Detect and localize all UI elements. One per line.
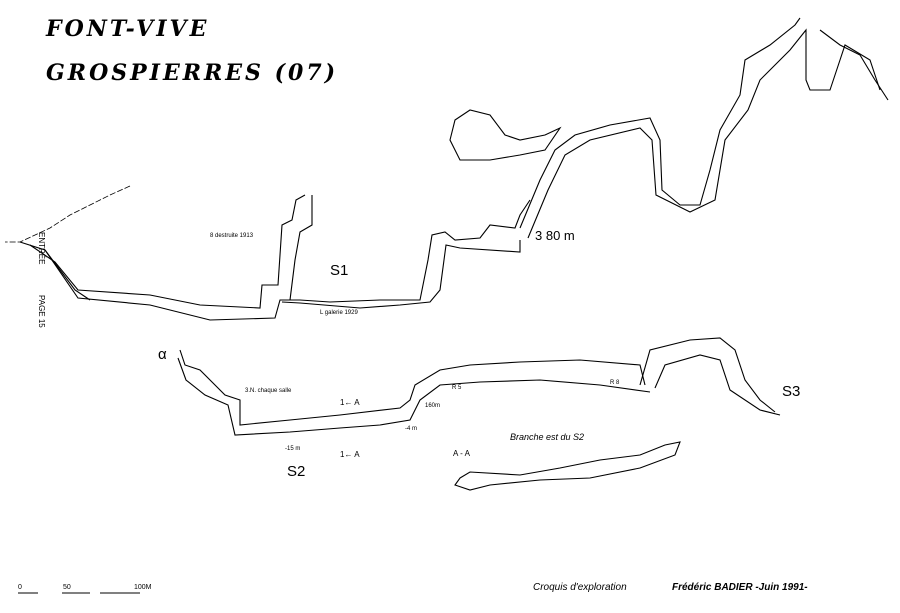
s3-passage	[639, 337, 776, 413]
r8-label: R 8	[610, 380, 620, 386]
s2-section-aa: A - A	[453, 449, 470, 458]
r5-label: R 5	[452, 385, 462, 391]
scale-mid: 50	[63, 584, 71, 591]
s2-4m-label: -4 m	[405, 426, 417, 432]
entrance-passage	[19, 241, 91, 301]
s3-passage-inner	[654, 354, 781, 416]
map-title-line2: GROSPIERRES (07)	[46, 60, 339, 86]
map-title-line1: FONT-VIVE	[46, 16, 210, 42]
ne-passage-2	[527, 28, 881, 239]
section-s3-label: S3	[782, 383, 801, 400]
s2-east-branch	[454, 441, 681, 491]
entrance-label: ENTRÉE	[37, 232, 46, 265]
s1-destroyed-label: 8 destruite 1913	[210, 233, 254, 239]
s2-section-a-lower: 1← A	[340, 450, 360, 459]
s2-15m-label: -15 m	[285, 446, 301, 452]
s2-section-a-upper: 1← A	[340, 398, 360, 407]
ne-passage-1	[519, 17, 801, 229]
section-s1-label: S1	[330, 262, 349, 279]
s2-160m-label: 160m	[425, 403, 441, 409]
s1-passage-lower	[44, 199, 531, 321]
scale-end: 100M	[134, 584, 152, 591]
ne-passage-3	[819, 29, 889, 101]
surface-line	[5, 185, 131, 243]
scale-zero: 0	[18, 584, 22, 591]
s1-passage-upper	[29, 194, 306, 309]
s2-passage-upper	[179, 349, 646, 426]
s1-passage-floor	[281, 240, 521, 309]
page-label: PAGE 15	[37, 295, 46, 328]
alpha-label: α	[158, 346, 167, 363]
s1-gallery-label: L galerie 1929	[320, 310, 358, 316]
s2-passage-lower	[177, 357, 651, 436]
s1-shaft	[289, 195, 313, 301]
credit-author: Frédéric BADIER -Juin 1991-	[672, 582, 808, 593]
upper-lake	[449, 109, 562, 161]
s2-chamber-label: 3.N. chaque salle	[245, 388, 292, 394]
credit-label: Croquis d'exploration	[533, 582, 627, 593]
section-s2-label: S2	[287, 463, 306, 480]
branch-label: Branche est du S2	[510, 432, 585, 442]
depth-380-label: 3 80 m	[535, 228, 575, 243]
